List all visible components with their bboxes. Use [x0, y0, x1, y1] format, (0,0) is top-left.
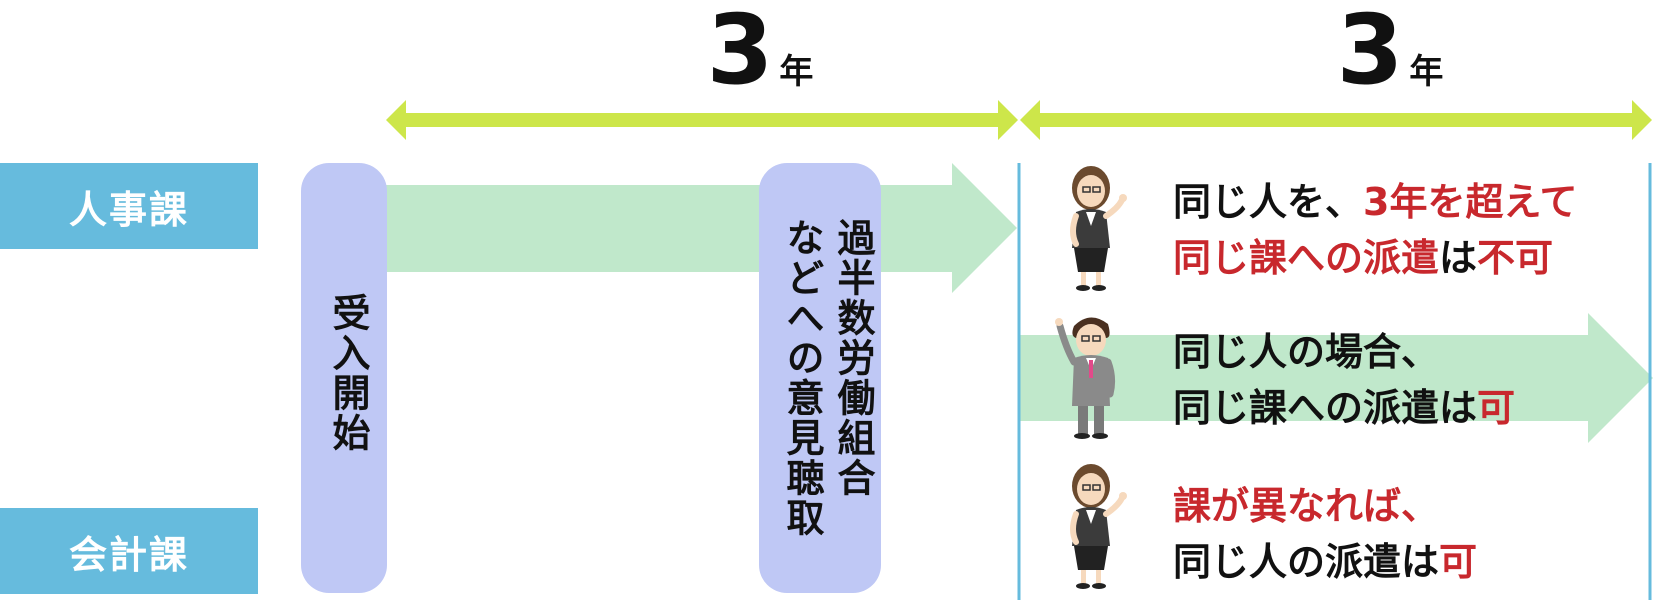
flow-arrow-right [1020, 313, 1653, 443]
period-arrow-second [1020, 100, 1652, 140]
rule-not-allowed: 同じ人を、3年を超えて 同じ課への派遣は不可 [1173, 174, 1578, 286]
rule-text: 同じ人を、 [1173, 180, 1364, 224]
period-label-second: 3 年 [1240, 0, 1540, 100]
department-accounting: 会計課 [0, 508, 258, 594]
rule-line: 同じ課への派遣は不可 [1173, 230, 1578, 286]
period-label-first: 3 年 [610, 0, 910, 100]
milestone-start-label: 受入開始 [326, 293, 370, 453]
rule-text: 同じ課への派遣は [1173, 386, 1478, 430]
rule-line: 課が異なれば、 [1173, 484, 1440, 528]
rule-line: 同じ人の場合、 [1173, 330, 1440, 374]
period-arrow-first [386, 100, 1018, 140]
rule-emphasis: 3年を超えて [1363, 180, 1578, 224]
department-hr: 人事課 [0, 163, 258, 249]
flow-arrow-top [386, 163, 1017, 293]
rule-text: は [1439, 236, 1478, 280]
rule-emphasis: 不可 [1477, 236, 1554, 280]
rule-different-dept-allowed: 課が異なれば、 同じ人の派遣は可 [1173, 478, 1477, 590]
female-worker-icon [1070, 166, 1127, 291]
milestone-hearing-label-line2: などへの意見聴取 [780, 218, 824, 538]
rule-same-person-allowed: 同じ人の場合、 同じ課への派遣は可 [1173, 324, 1515, 436]
milestone-hearing-label-line1: 過半数労働組合 [831, 218, 875, 498]
rule-emphasis: 可 [1439, 540, 1478, 584]
rule-emphasis: 同じ課への派遣 [1173, 236, 1440, 280]
milestone-hearing-pill [759, 163, 881, 593]
period-number: 3 [1336, 0, 1404, 106]
rule-line: 同じ人を、3年を超えて [1173, 174, 1578, 230]
rule-line: 同じ課への派遣は可 [1173, 380, 1515, 436]
period-unit: 年 [779, 52, 814, 92]
period-number: 3 [706, 0, 774, 106]
female-worker-icon [1070, 464, 1127, 589]
rule-line: 同じ人の派遣は可 [1173, 534, 1477, 590]
rule-emphasis: 可 [1477, 386, 1516, 430]
rule-text: 同じ人の派遣は [1173, 540, 1440, 584]
male-worker-icon [1055, 317, 1116, 439]
milestone-start-pill [301, 163, 387, 593]
period-unit: 年 [1409, 52, 1444, 92]
